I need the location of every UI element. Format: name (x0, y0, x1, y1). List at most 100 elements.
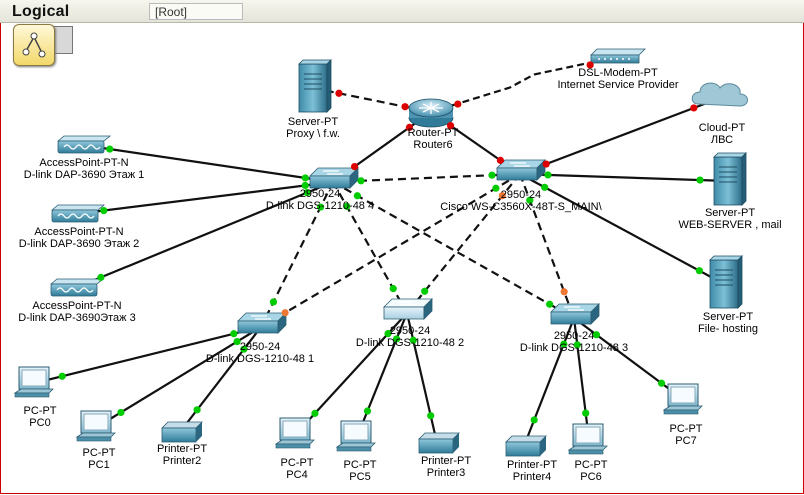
device-name: PC6 (580, 471, 602, 483)
device-name: ЛВС (710, 134, 734, 146)
device-ap1[interactable] (56, 135, 112, 154)
link-sw-dgs-3-pc7[interactable] (573, 317, 685, 401)
link-light (384, 330, 392, 338)
link-light (97, 273, 105, 281)
link-sw-main-cloud-lbc[interactable] (519, 96, 721, 176)
link-light (303, 189, 311, 197)
device-cloud-lbc[interactable] (691, 82, 748, 107)
link-sw-main-server-file[interactable] (519, 173, 725, 285)
link-ap2-sw-dgs-4[interactable] (75, 180, 334, 216)
navigation-panel-icon[interactable] (13, 24, 55, 66)
device-type: 2950-24 (500, 189, 542, 201)
link-light (657, 379, 666, 387)
link-sw-dgs-1-pc0[interactable] (34, 325, 262, 385)
device-pc1[interactable] (75, 410, 116, 442)
link-light (335, 89, 343, 97)
device-dsl-modem[interactable] (590, 48, 646, 64)
link-ap1-sw-dgs-4[interactable] (81, 143, 334, 184)
device-type: Printer-PT (506, 459, 558, 471)
device-type: DSL-Modem-PT (578, 67, 658, 79)
link-light (421, 287, 429, 295)
link-sw-dgs-3-pc6[interactable] (572, 317, 591, 441)
device-server-proxy[interactable] (298, 59, 332, 113)
device-pc4[interactable] (274, 417, 315, 449)
device-type: PC-PT (23, 405, 57, 417)
device-name: File- hosting (698, 323, 758, 335)
link-light (542, 160, 550, 168)
device-printer3[interactable] (418, 432, 460, 454)
link-sw-main-sw-dgs-1[interactable] (260, 173, 521, 328)
link-light (546, 300, 554, 308)
link-light (353, 192, 361, 200)
link-light (492, 184, 500, 192)
link-ap3-sw-dgs-4[interactable] (74, 180, 334, 290)
link-light (690, 104, 698, 112)
link-light (530, 416, 538, 424)
device-pc5[interactable] (335, 420, 376, 452)
device-server-web[interactable] (713, 152, 747, 206)
device-pc0[interactable] (13, 366, 54, 398)
device-printer4[interactable] (505, 435, 547, 457)
link-sw-dgs-4-sw-dgs-3[interactable] (332, 181, 575, 319)
device-ap2[interactable] (50, 204, 106, 223)
logical-tab-title[interactable]: Logical (12, 3, 70, 20)
device-sw-main[interactable] (496, 159, 546, 181)
workspace-header: Logical [Root] (0, 0, 804, 23)
device-name: D-link DAP-3690Этаж 3 (18, 312, 136, 324)
device-name: Cisco WS-C3560X-48T-S_MAIN\ (440, 201, 602, 213)
device-type: AccessPoint-PT-N (32, 300, 122, 312)
device-pc6[interactable] (567, 423, 608, 455)
device-name: Router6 (413, 139, 453, 151)
device-pc7[interactable] (662, 383, 703, 415)
link-sw-dgs-2-printer3[interactable] (405, 312, 439, 444)
device-sw-dgs-3[interactable] (550, 303, 600, 325)
device-name: Printer3 (426, 467, 466, 479)
device-type: Printer-PT (420, 455, 472, 467)
root-path-label[interactable]: [Root] (155, 5, 188, 19)
device-server-file[interactable] (709, 255, 743, 309)
device-sw-dgs-2[interactable] (383, 298, 433, 320)
link-sw-dgs-2-pc5[interactable] (355, 312, 409, 438)
link-server-proxy-router6[interactable] (312, 86, 432, 114)
link-light (281, 309, 289, 317)
device-type: PC-PT (669, 423, 703, 435)
device-type: Cloud-PT (698, 122, 746, 134)
path-box[interactable] (149, 3, 243, 20)
device-router6[interactable] (408, 98, 454, 128)
link-sw-main-server-web[interactable] (519, 172, 729, 183)
link-light (269, 298, 278, 306)
link-light (560, 288, 568, 296)
link-sw-dgs-1-pc1[interactable] (96, 326, 262, 428)
link-sw-dgs-1-printer2[interactable] (179, 326, 262, 433)
link-sw-dgs-3-printer4[interactable] (522, 317, 576, 447)
device-name: D-link DGS-1210-48 1 (205, 353, 315, 365)
device-sw-dgs-4[interactable] (309, 167, 359, 189)
device-printer2[interactable] (161, 421, 203, 443)
link-light (301, 174, 309, 182)
